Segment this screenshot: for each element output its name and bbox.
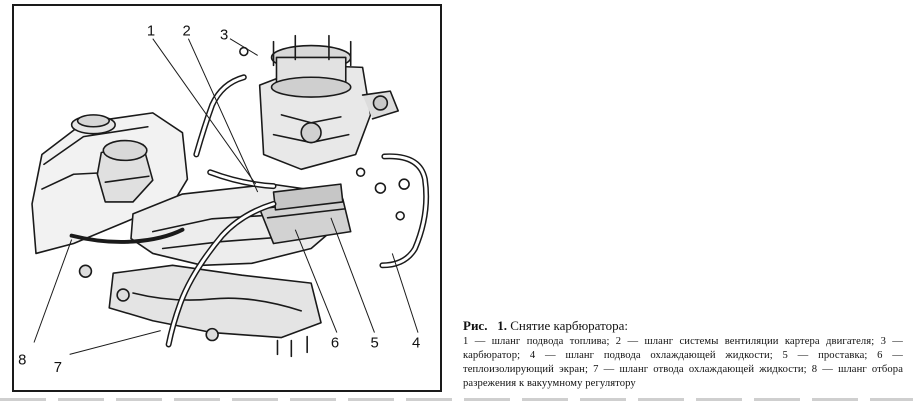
carburetor-illustration: 1 2 3 4 5 6 7 8 xyxy=(12,4,442,392)
page-edge-rule xyxy=(0,398,913,401)
callout-3: 3 xyxy=(220,28,228,44)
caption-title-text: Снятие карбюратора: xyxy=(510,318,629,333)
figure-caption: Рис. 1. Снятие карбюратора: 1 — шланг по… xyxy=(463,318,903,391)
caption-title: Рис. 1. Снятие карбюратора: xyxy=(463,318,903,334)
callout-2: 2 xyxy=(182,24,190,40)
callout-4: 4 xyxy=(412,335,420,351)
exhaust-manifold xyxy=(108,264,322,339)
callout-7: 7 xyxy=(54,360,62,376)
caption-number: 1. xyxy=(497,318,507,333)
callout-6: 6 xyxy=(331,335,339,351)
hose-coolant-supply xyxy=(379,153,430,269)
engine-drawing: 1 2 3 4 5 6 7 8 xyxy=(18,24,430,376)
callout-labels: 1 2 3 4 5 6 7 8 xyxy=(18,24,420,376)
callout-1: 1 xyxy=(147,24,155,40)
callout-5: 5 xyxy=(371,335,379,351)
callout-8: 8 xyxy=(18,352,26,368)
caption-prefix: Рис. xyxy=(463,318,488,333)
hose-vacuum xyxy=(69,227,185,244)
caption-body: 1 — шланг подвода топлива; 2 — шланг сис… xyxy=(463,336,903,389)
hose-fuel-supply xyxy=(193,74,247,158)
